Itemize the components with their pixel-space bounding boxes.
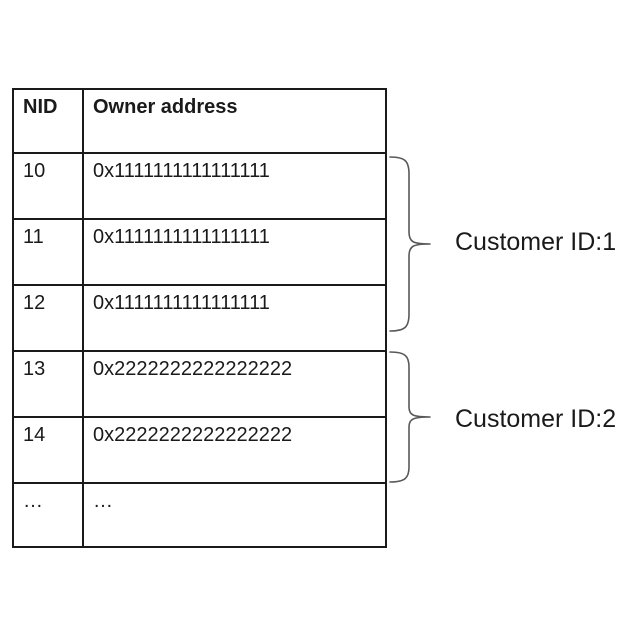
address-cell: 0x2222222222222222 [82, 350, 387, 418]
table-header-row: NID Owner address [12, 88, 387, 154]
header-owner-address: Owner address [82, 88, 387, 154]
nid-cell: 14 [12, 416, 84, 484]
header-nid: NID [12, 88, 84, 154]
table-row: 10 0x1111111111111111 [12, 152, 387, 220]
nid-cell: 12 [12, 284, 84, 352]
table-row-ellipsis: … … [12, 482, 387, 548]
address-cell: 0x2222222222222222 [82, 416, 387, 484]
nid-cell: 11 [12, 218, 84, 286]
table-row: 13 0x2222222222222222 [12, 350, 387, 418]
nid-ownership-table: NID Owner address 10 0x1111111111111111 … [12, 88, 387, 548]
address-cell: 0x1111111111111111 [82, 152, 387, 220]
nid-cell: 13 [12, 350, 84, 418]
customer-id-2-label: Customer ID:2 [455, 405, 617, 433]
address-cell: 0x1111111111111111 [82, 284, 387, 352]
address-cell: … [82, 482, 387, 548]
table-row: 14 0x2222222222222222 [12, 416, 387, 484]
nid-cell: 10 [12, 152, 84, 220]
table-row: 11 0x1111111111111111 [12, 218, 387, 286]
curly-brace-customer-1-icon [389, 156, 431, 332]
nid-cell: … [12, 482, 84, 548]
customer-id-1-label: Customer ID:1 [455, 228, 617, 256]
table-row: 12 0x1111111111111111 [12, 284, 387, 352]
address-cell: 0x1111111111111111 [82, 218, 387, 286]
curly-brace-customer-2-icon [389, 351, 431, 483]
